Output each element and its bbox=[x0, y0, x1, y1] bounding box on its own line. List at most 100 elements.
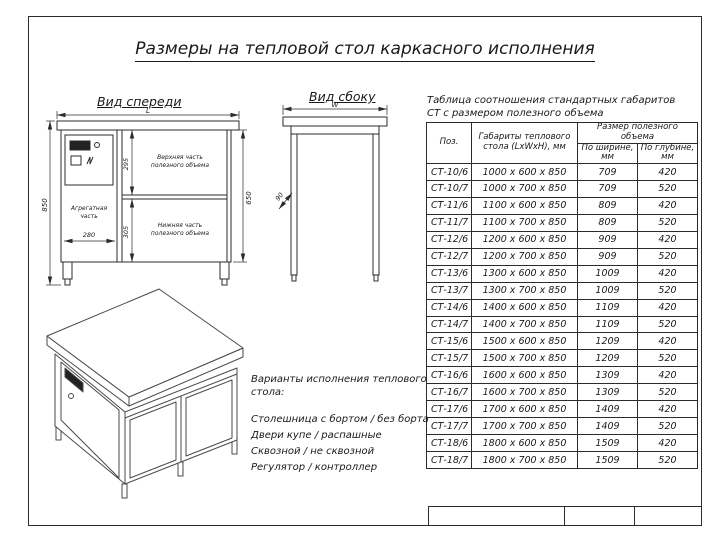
title-block-divider bbox=[564, 507, 565, 525]
display-icon bbox=[69, 140, 91, 151]
iso-tabletop bbox=[46, 288, 244, 407]
caption-line-1: Таблица соотношения стандартных габарито… bbox=[427, 95, 676, 106]
cell-width: 1409 bbox=[577, 417, 638, 436]
cell-pos: СТ-11/7 bbox=[426, 213, 472, 232]
upper-zone-label: Верхняя часть bbox=[157, 154, 203, 161]
cell-depth: 420 bbox=[637, 163, 698, 181]
control-panel bbox=[64, 134, 114, 186]
cell-depth: 520 bbox=[637, 281, 698, 300]
col-header-width: По ширине, мм bbox=[577, 142, 638, 165]
cell-width: 709 bbox=[577, 180, 638, 198]
cell-depth: 420 bbox=[637, 264, 698, 283]
cell-dims: 1700 x 700 x 850 bbox=[471, 417, 578, 436]
cell-dims: 1600 x 700 x 850 bbox=[471, 383, 578, 402]
cell-width: 809 bbox=[577, 196, 638, 215]
iso-end-face-details bbox=[60, 361, 120, 479]
lower-zone-label: Нижняя часть bbox=[158, 222, 203, 229]
cell-width: 909 bbox=[577, 230, 638, 249]
cell-dims: 1000 x 600 x 850 bbox=[471, 163, 578, 181]
side-view-drawing: W 90 bbox=[274, 101, 388, 282]
col-header-volume: Размер полезного объема bbox=[577, 122, 698, 144]
variants-block: Варианты исполнения теплового стола: Сто… bbox=[251, 373, 443, 477]
cell-pos: СТ-11/6 bbox=[426, 196, 472, 215]
cell-dims: 1300 x 700 x 850 bbox=[471, 281, 578, 300]
cell-depth: 520 bbox=[637, 349, 698, 368]
cell-pos: СТ-15/7 bbox=[426, 349, 472, 368]
cell-dims: 1800 x 700 x 850 bbox=[471, 451, 578, 469]
cell-dims: 1500 x 700 x 850 bbox=[471, 349, 578, 368]
front-tabletop bbox=[56, 120, 240, 131]
cell-width: 1509 bbox=[577, 451, 638, 469]
cell-width: 1009 bbox=[577, 264, 638, 283]
spec-table: Поз. Габариты теплового стола (LxWxH), м… bbox=[426, 121, 698, 469]
col-header-pos: Поз. bbox=[426, 121, 472, 165]
dim-upper-height-label: 295 bbox=[122, 158, 130, 170]
cell-width: 1009 bbox=[577, 281, 638, 300]
lower-zone-label: полезного объема bbox=[151, 230, 209, 237]
cell-width: 1409 bbox=[577, 400, 638, 419]
iso-knob-icon bbox=[68, 393, 74, 399]
variants-title: Варианты исполнения теплового стола: bbox=[251, 374, 427, 398]
col-header-dims: Габариты теплового стола (LxWxH), мм bbox=[471, 121, 578, 165]
front-legs bbox=[62, 261, 230, 286]
cell-dims: 1100 x 700 x 850 bbox=[471, 213, 578, 232]
iso-doors bbox=[124, 373, 238, 479]
cell-width: 809 bbox=[577, 213, 638, 232]
cell-pos: СТ-15/6 bbox=[426, 332, 472, 351]
drawing-frame: Размеры на тепловой стол каркасного испо… bbox=[28, 16, 702, 526]
front-dimension-lines bbox=[46, 111, 247, 286]
dim-length-label: L bbox=[146, 107, 150, 115]
cell-width: 1309 bbox=[577, 366, 638, 385]
cell-dims: 1200 x 600 x 850 bbox=[471, 230, 578, 249]
cell-width: 1209 bbox=[577, 349, 638, 368]
dim-frame-depth-label: 90 bbox=[274, 191, 285, 202]
front-body bbox=[60, 129, 232, 263]
cell-depth: 520 bbox=[637, 247, 698, 266]
cell-depth: 420 bbox=[637, 434, 698, 452]
page-title: Размеры на тепловой стол каркасного испо… bbox=[29, 39, 701, 63]
variant-item: Сквозной / не сквозной bbox=[251, 446, 375, 457]
iso-display-icon bbox=[64, 367, 84, 393]
cell-depth: 420 bbox=[637, 196, 698, 215]
cell-width: 1109 bbox=[577, 315, 638, 334]
cell-width: 1109 bbox=[577, 298, 638, 317]
side-rail bbox=[290, 125, 380, 135]
cell-depth: 420 bbox=[637, 400, 698, 419]
cell-dims: 1500 x 600 x 850 bbox=[471, 332, 578, 351]
cell-depth: 520 bbox=[637, 315, 698, 334]
cell-pos: СТ-13/6 bbox=[426, 264, 472, 283]
title-block-divider bbox=[634, 507, 635, 525]
cell-depth: 420 bbox=[637, 230, 698, 249]
cell-dims: 1800 x 600 x 850 bbox=[471, 434, 578, 452]
isometric-view bbox=[46, 288, 244, 499]
cell-pos: СТ-10/6 bbox=[426, 163, 472, 181]
page-title-text: Размеры на тепловой стол каркасного испо… bbox=[135, 39, 595, 63]
title-block bbox=[428, 506, 702, 526]
dim-aggregate-width-label: 280 bbox=[83, 231, 95, 239]
cell-depth: 520 bbox=[637, 417, 698, 436]
cell-pos: СТ-14/7 bbox=[426, 315, 472, 334]
cell-depth: 520 bbox=[637, 213, 698, 232]
cell-dims: 1400 x 700 x 850 bbox=[471, 315, 578, 334]
aggregate-zone-label: Агрегатная bbox=[70, 205, 108, 212]
cell-dims: 1300 x 600 x 850 bbox=[471, 264, 578, 283]
aggregate-zone-label: часть bbox=[80, 213, 98, 220]
cell-width: 909 bbox=[577, 247, 638, 266]
side-tabletop bbox=[282, 116, 388, 127]
variant-item: Регулятор / контроллер bbox=[251, 462, 378, 473]
variant-item: Двери купе / распашные bbox=[251, 430, 382, 441]
cell-dims: 1700 x 600 x 850 bbox=[471, 400, 578, 419]
